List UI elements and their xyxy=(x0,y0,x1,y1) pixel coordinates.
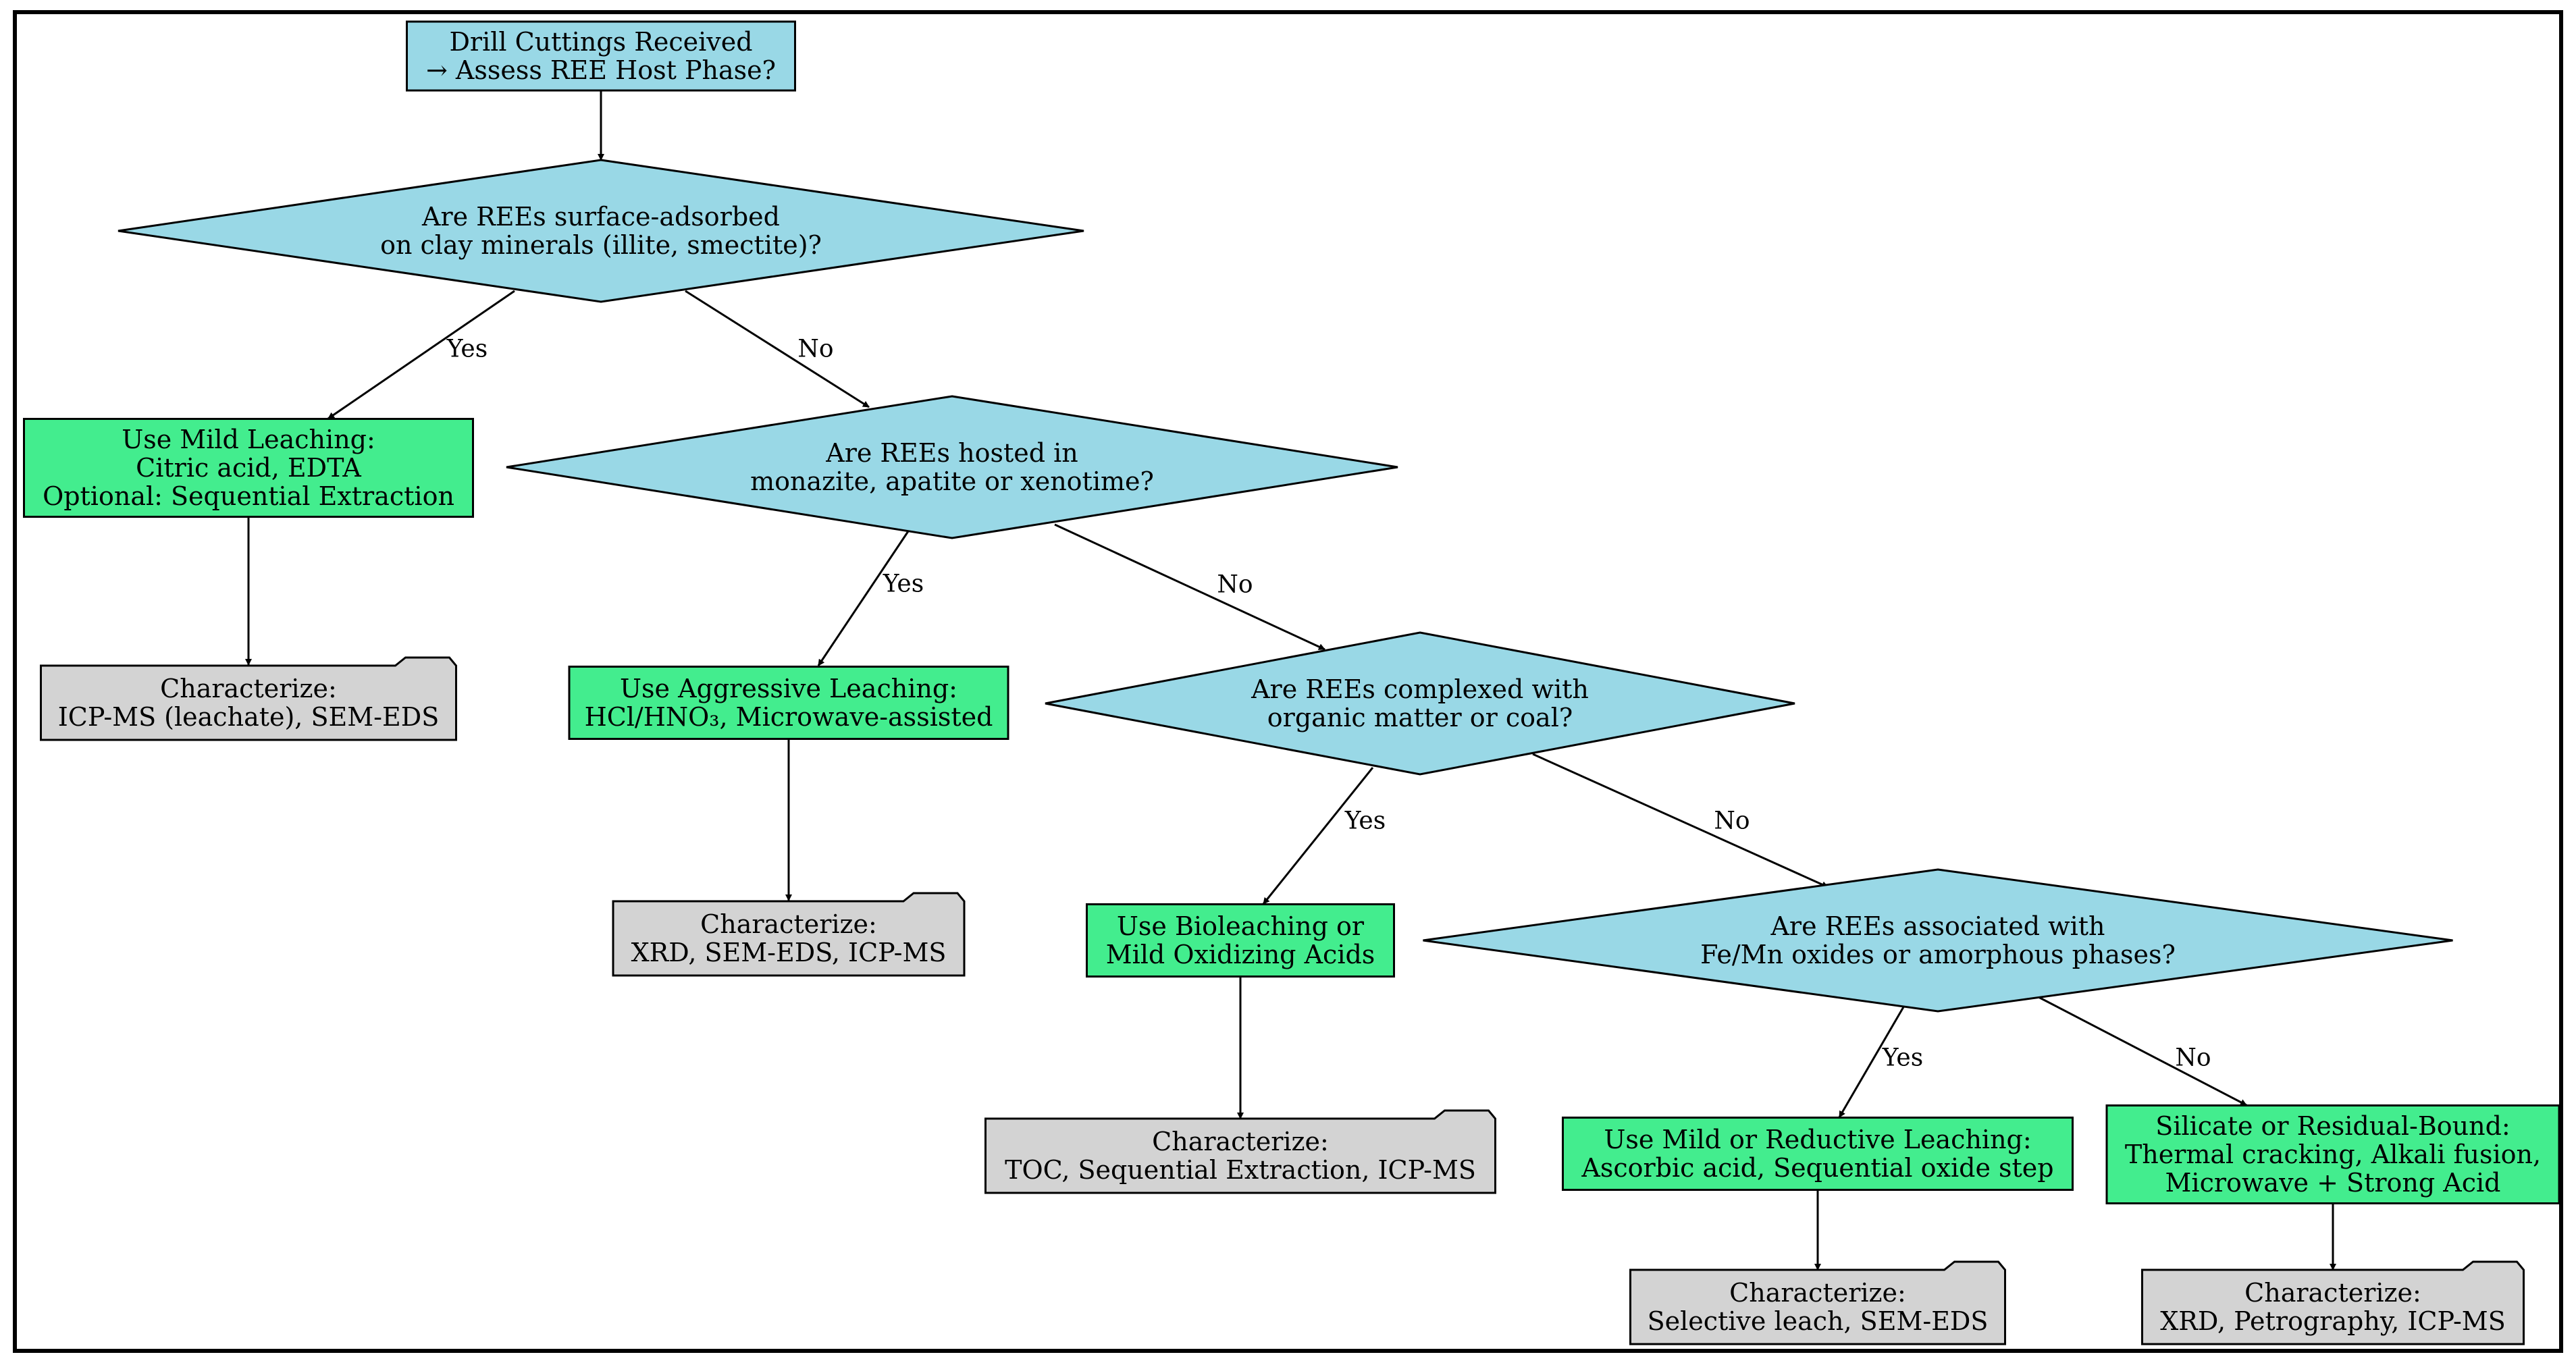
node-a5: Silicate or Residual-Bound:Thermal crack… xyxy=(2105,1104,2560,1204)
node-label-line: HCl/HNO₃, Microwave-assisted xyxy=(585,702,993,732)
start-box xyxy=(406,20,796,92)
node-label-line: Silicate or Residual-Bound: xyxy=(2155,1111,2510,1141)
characterize-folder xyxy=(2141,1260,2525,1345)
decision-diamond xyxy=(1423,868,2453,1013)
node-label-line: Are REEs surface-adsorbed xyxy=(421,202,780,232)
node-label-line: Use Mild or Reductive Leaching: xyxy=(1604,1125,2031,1154)
node-label-line: → Assess REE Host Phase? xyxy=(426,55,776,85)
node-label-line: organic matter or coal? xyxy=(1267,703,1573,732)
node-a2: Use Aggressive Leaching:HCl/HNO₃, Microw… xyxy=(568,666,1009,740)
edge-q3-a3 xyxy=(1262,767,1374,905)
action-box xyxy=(2105,1104,2560,1204)
node-label-line: Use Mild Leaching: xyxy=(122,425,375,454)
node-label-line: Citric acid, EDTA xyxy=(136,453,361,483)
decision-diamond xyxy=(1045,631,1795,776)
node-label-line: Selective leach, SEM-EDS xyxy=(1648,1306,1989,1336)
node-label-line: Characterize: xyxy=(1729,1278,1906,1308)
decision-diamond xyxy=(506,395,1398,539)
edge-label-yes: Yes xyxy=(446,336,488,363)
edge-q4-a5 xyxy=(2038,996,2247,1106)
node-label-line: Characterize: xyxy=(700,909,877,939)
action-box xyxy=(1562,1117,2074,1191)
characterize-folder xyxy=(984,1109,1496,1194)
action-box xyxy=(1086,903,1395,978)
node-label-line: Mild Oxidizing Acids xyxy=(1106,940,1375,969)
edge-label-no: No xyxy=(1714,807,1750,835)
node-label-line: monazite, apatite or xenotime? xyxy=(750,466,1154,496)
node-label-line: Characterize: xyxy=(2244,1278,2421,1308)
node-label-line: TOC, Sequential Extraction, ICP-MS xyxy=(1005,1155,1476,1185)
edge-q4-a4 xyxy=(1838,1005,1905,1118)
node-c2: Characterize:XRD, SEM-EDS, ICP-MS xyxy=(612,892,966,977)
edge-q2-a2 xyxy=(817,531,910,666)
node-label-line: on clay minerals (illite, smectite)? xyxy=(380,230,822,260)
node-start: Drill Cuttings Received→ Assess REE Host… xyxy=(406,20,796,92)
node-label-line: Are REEs hosted in xyxy=(825,438,1078,468)
node-label-line: XRD, Petrography, ICP-MS xyxy=(2160,1306,2505,1336)
node-label-line: ICP-MS (leachate), SEM-EDS xyxy=(58,702,439,732)
node-label-line: Are REEs associated with xyxy=(1770,911,2105,941)
action-box xyxy=(568,666,1009,740)
node-a1: Use Mild Leaching:Citric acid, EDTAOptio… xyxy=(23,418,474,518)
edge-label-no: No xyxy=(1217,571,1253,599)
nodes-layer: Drill Cuttings Received→ Assess REE Host… xyxy=(23,20,2560,1345)
node-c3: Characterize:TOC, Sequential Extraction,… xyxy=(984,1109,1496,1194)
edge-label-no: No xyxy=(797,336,833,363)
characterize-folder xyxy=(40,656,457,741)
edge-label-yes: Yes xyxy=(883,570,924,598)
characterize-folder xyxy=(1629,1260,2006,1345)
node-label-line: Characterize: xyxy=(160,674,337,703)
node-label-line: Use Bioleaching or xyxy=(1117,911,1365,941)
edge-q1-a1 xyxy=(327,290,515,420)
node-label-line: Drill Cuttings Received xyxy=(449,27,752,57)
node-c4: Characterize:Selective leach, SEM-EDS xyxy=(1629,1260,2006,1345)
node-a4: Use Mild or Reductive Leaching:Ascorbic … xyxy=(1562,1117,2074,1191)
node-label-line: Fe/Mn oxides or amorphous phases? xyxy=(1700,940,2176,969)
node-c5: Characterize:XRD, Petrography, ICP-MS xyxy=(2141,1260,2525,1345)
edge-label-no: No xyxy=(2175,1044,2211,1072)
characterize-folder xyxy=(612,892,966,977)
node-label-line: Thermal cracking, Alkali fusion, xyxy=(2125,1140,2541,1169)
edge-label-yes: Yes xyxy=(1882,1044,1923,1072)
node-label-line: XRD, SEM-EDS, ICP-MS xyxy=(631,938,947,967)
node-label-line: Optional: Sequential Extraction xyxy=(43,481,454,511)
edge-label-yes: Yes xyxy=(1344,807,1386,835)
decision-diamond xyxy=(117,159,1084,303)
node-label-line: Microwave + Strong Acid xyxy=(2165,1168,2501,1198)
action-box xyxy=(23,418,474,518)
edge-q3-q4 xyxy=(1532,753,1829,888)
node-label-line: Use Aggressive Leaching: xyxy=(620,674,957,703)
node-c1: Characterize:ICP-MS (leachate), SEM-EDS xyxy=(40,656,457,741)
node-label-line: Characterize: xyxy=(1152,1127,1329,1156)
node-label-line: Ascorbic acid, Sequential oxide step xyxy=(1581,1153,2053,1183)
edge-q2-q3 xyxy=(1054,523,1325,651)
node-label-line: Are REEs complexed with xyxy=(1251,674,1589,704)
edge-q1-q2 xyxy=(685,290,870,408)
